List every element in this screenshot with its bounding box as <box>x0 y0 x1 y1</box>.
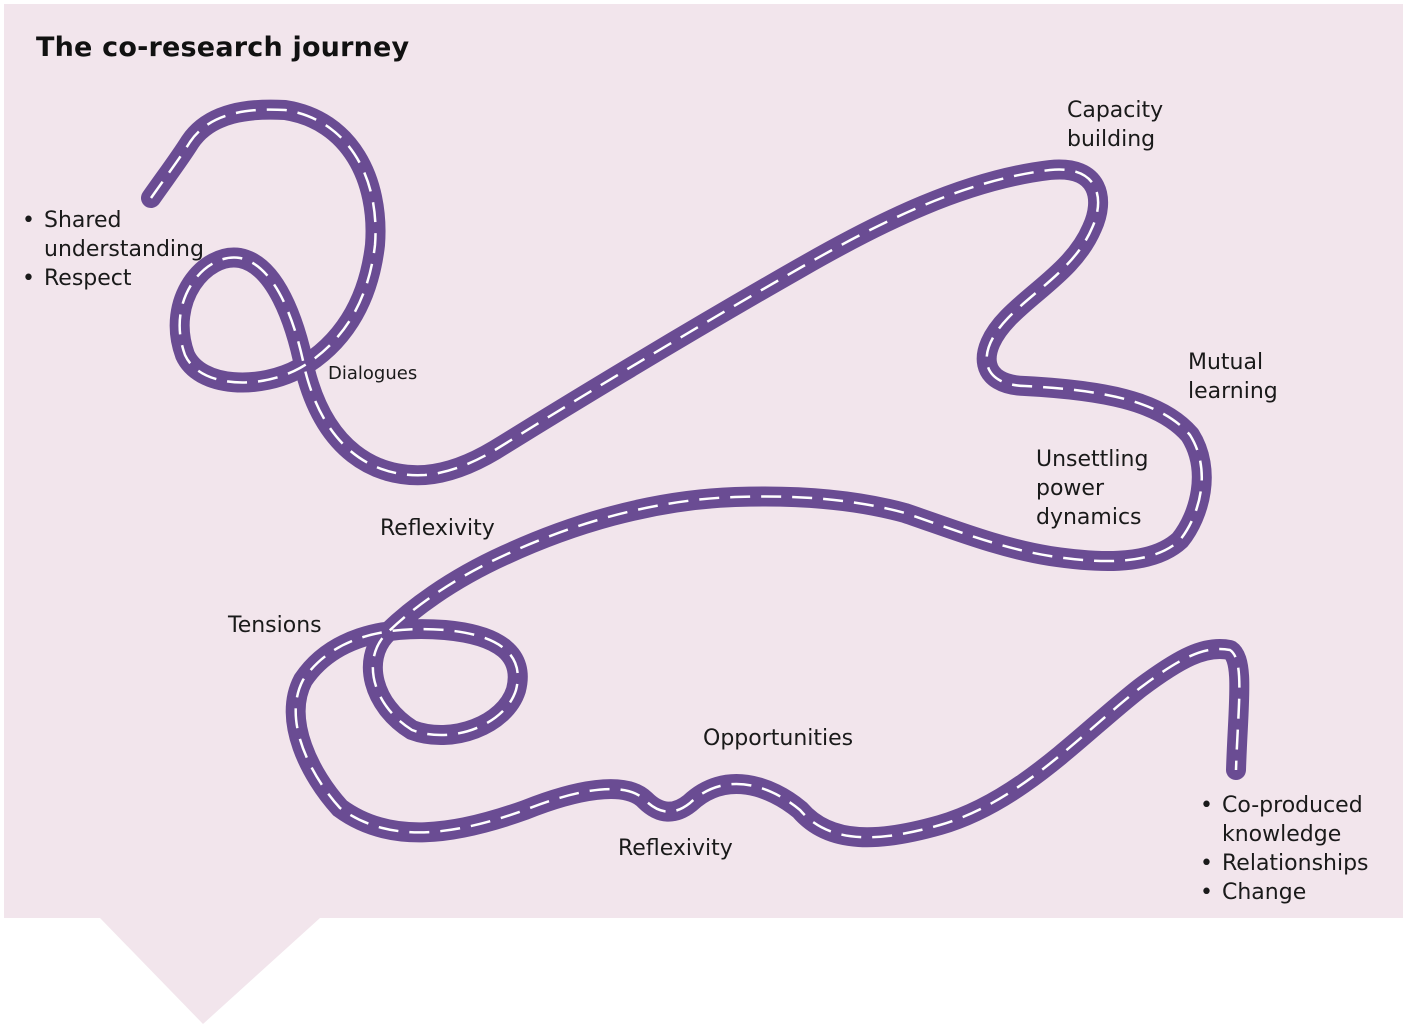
label-mutual-learning: Mutual learning <box>1188 348 1278 406</box>
label-line: Unsettling <box>1036 447 1149 472</box>
end-item-line: knowledge <box>1222 822 1342 847</box>
end-item-relationships: Relationships <box>1200 849 1369 878</box>
end-item-line: Co-produced <box>1222 793 1363 818</box>
label-opportunities: Opportunities <box>703 726 854 751</box>
label-reflexivity-upper: Reflexivity <box>380 516 495 541</box>
end-items-list: Co-produced knowledge Relationships Chan… <box>1200 791 1369 907</box>
start-items-list: Shared understanding Respect <box>22 206 204 293</box>
label-capacity-building: Capacity building <box>1067 96 1163 154</box>
label-unsettling-power-dynamics: Unsettling power dynamics <box>1036 445 1148 532</box>
end-item-co-produced-knowledge: Co-produced knowledge <box>1200 791 1369 849</box>
start-item-respect: Respect <box>22 264 204 293</box>
label-line: learning <box>1188 379 1278 404</box>
label-tensions: Tensions <box>228 613 322 638</box>
road-centerline <box>149 108 1241 839</box>
label-line: Mutual <box>1188 350 1264 375</box>
start-item-line: Respect <box>44 266 132 291</box>
label-line: power <box>1036 476 1104 501</box>
end-item-change: Change <box>1200 878 1369 907</box>
label-line: Capacity <box>1067 98 1164 123</box>
label-line: dynamics <box>1036 505 1142 530</box>
start-item-line: Shared <box>44 208 122 233</box>
end-item-line: Relationships <box>1222 851 1369 876</box>
label-line: building <box>1067 127 1156 152</box>
end-item-line: Change <box>1222 880 1307 905</box>
journey-road <box>141 99 1250 848</box>
diagram-title: The co-research journey <box>36 32 410 63</box>
label-dialogues: Dialogues <box>328 363 418 384</box>
label-reflexivity-lower: Reflexivity <box>618 836 733 861</box>
start-item-line: understanding <box>44 237 204 262</box>
start-item-shared-understanding: Shared understanding <box>22 206 204 264</box>
